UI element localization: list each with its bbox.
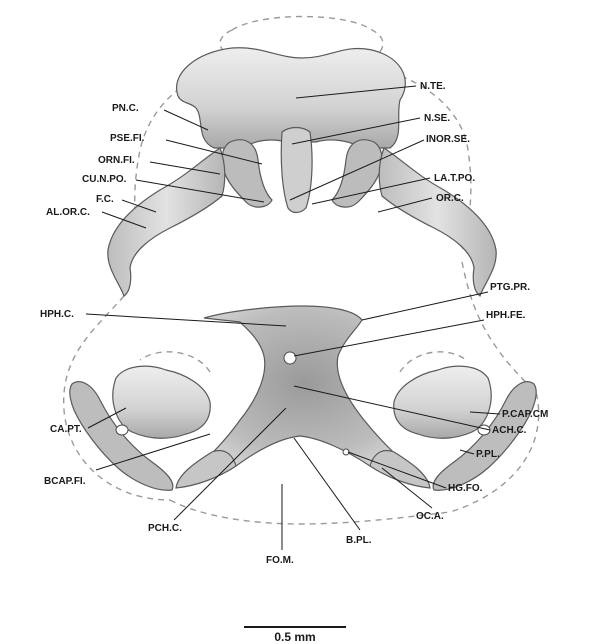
label-p-pl: P.PL. — [476, 449, 500, 460]
label-al-or-c: AL.OR.C. — [46, 207, 90, 218]
label-b-pl: B.PL. — [346, 535, 372, 546]
label-pch-c: PCH.C. — [148, 523, 182, 534]
scale-bar-label: 0.5 mm — [274, 630, 315, 644]
orbitonasal-process-right — [332, 140, 382, 207]
label-hph-fe: HPH.FE. — [486, 310, 526, 321]
label-ach-c: ACH.C. — [492, 425, 527, 436]
label-bcap-fi: BCAP.FI. — [44, 476, 86, 487]
label-or-c: OR.C. — [436, 193, 464, 204]
label-n-te: N.TE. — [420, 81, 446, 92]
label-hg-fo: HG.FO. — [448, 483, 483, 494]
label-f-c: F.C. — [96, 194, 114, 205]
nasal-septum — [281, 128, 312, 213]
label-fo-m: FO.M. — [266, 555, 294, 566]
label-inor-se: INOR.SE. — [426, 134, 470, 145]
label-cu-n-po: CU.N.PO. — [82, 174, 127, 185]
label-pse-fi: PSE.FI. — [110, 133, 145, 144]
label-la-t-po: LA.T.PO. — [434, 173, 475, 184]
occipital-arch-left — [176, 451, 236, 488]
label-oc-a: OC.A. — [416, 511, 444, 522]
basicapsular-fenestra-left — [116, 425, 128, 435]
posterior-outline-dashed — [170, 500, 450, 524]
orbitonasal-process-left — [222, 140, 272, 207]
orbital-cartilage-right — [379, 148, 496, 296]
label-ca-pt: CA.PT. — [50, 424, 82, 435]
label-ptg-pr: PTG.PR. — [490, 282, 530, 293]
label-orn-fi: ORN.FI. — [98, 155, 135, 166]
label-p-cap-cm: P.CAP.CM — [502, 409, 548, 420]
hypophyseal-fenestra — [284, 352, 296, 364]
label-n-se: N.SE. — [424, 113, 450, 124]
label-pn-c: PN.C. — [112, 103, 139, 114]
orbital-cartilage-left — [108, 148, 225, 296]
label-hph-c: HPH.C. — [40, 309, 74, 320]
